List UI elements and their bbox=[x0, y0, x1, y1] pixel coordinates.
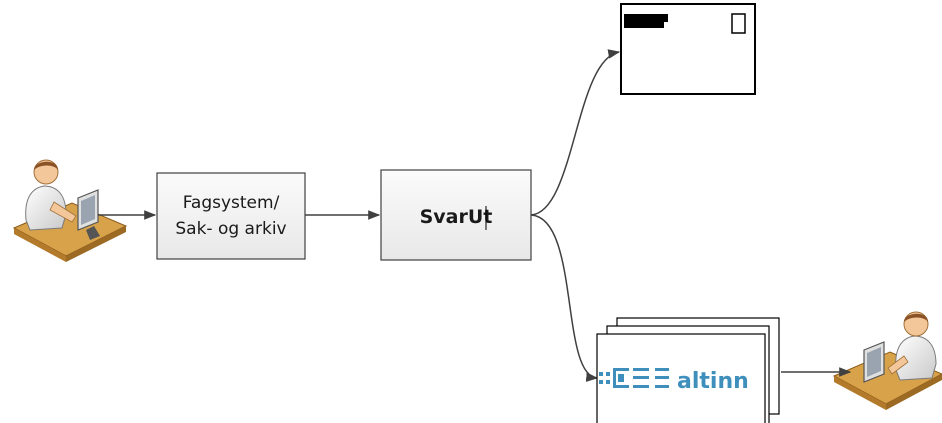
fagsystem-label-line2: Sak- og arkiv bbox=[175, 219, 286, 239]
altinn-node: altinn bbox=[596, 317, 780, 423]
stamp-box bbox=[731, 13, 746, 34]
arrow-svarut-to-envelope bbox=[530, 49, 621, 216]
sender-user-icon bbox=[12, 159, 128, 262]
receiver-user-icon bbox=[832, 311, 942, 410]
fagsystem-node: Fagsystem/ Sak- og arkiv bbox=[156, 172, 306, 260]
svarut-label: SvarUt bbox=[420, 206, 493, 228]
fagsystem-label-line1: Fagsystem/ bbox=[183, 193, 280, 213]
altinn-logo-icon: altinn bbox=[599, 368, 749, 394]
arrow-svarut-to-altinn bbox=[530, 214, 599, 382]
svarut-node: SvarUt bbox=[380, 169, 532, 261]
altinn-label: altinn bbox=[677, 369, 749, 394]
envelope-icon bbox=[620, 3, 756, 95]
